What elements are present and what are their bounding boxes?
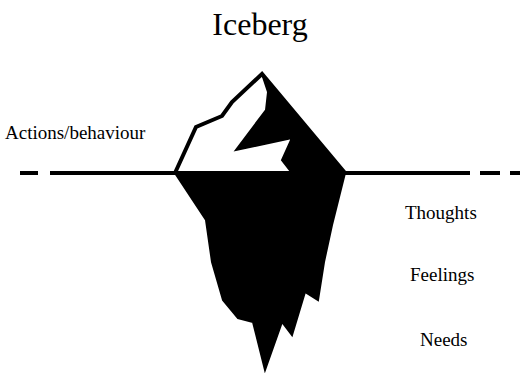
waterline (20, 171, 520, 175)
iceberg-tip (175, 74, 345, 173)
diagram-title: Iceberg (212, 5, 307, 43)
iceberg-shadow (236, 74, 345, 173)
depth-label: Thoughts (405, 202, 477, 225)
depth-label: Feelings (410, 264, 474, 287)
depth-label: Needs (420, 329, 467, 352)
surface-label: Actions/behaviour (5, 122, 145, 145)
iceberg-underwater (175, 173, 345, 370)
